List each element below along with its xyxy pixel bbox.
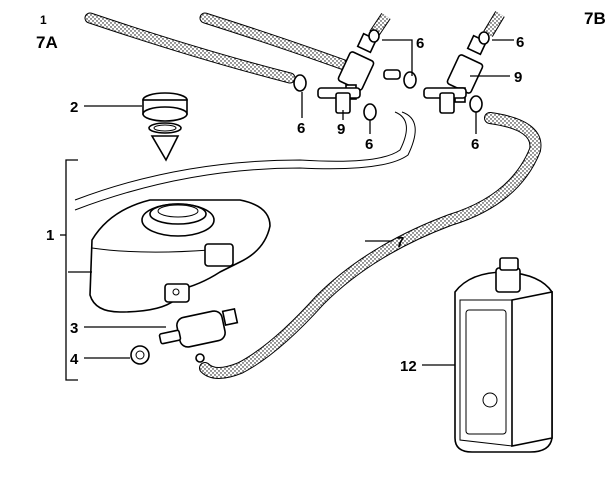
washer-pump xyxy=(158,307,239,363)
grommet xyxy=(130,345,150,365)
upper-hoses xyxy=(84,11,505,84)
callout-9-left: 9 xyxy=(337,121,345,138)
t-connector-left xyxy=(317,87,361,114)
hose-7 xyxy=(199,112,542,379)
callout-2: 2 xyxy=(70,99,78,116)
return-hose xyxy=(74,111,407,201)
callout-3: 3 xyxy=(70,320,78,337)
fluid-bottle xyxy=(454,257,553,453)
nozzle-left xyxy=(337,32,378,100)
callout-6-clamp-3: 6 xyxy=(471,136,479,153)
callout-6-clamp-1: 6 xyxy=(297,120,305,137)
ref-label-7a-number: 1 xyxy=(40,13,47,27)
ref-label-7b: 7B xyxy=(584,9,606,28)
callout-6-top-left: 6 xyxy=(416,35,424,52)
callout-1: 1 xyxy=(46,227,54,244)
callout-6-clamp-2: 6 xyxy=(365,136,373,153)
callout-9-right: 9 xyxy=(514,69,522,86)
washer-reservoir xyxy=(89,199,271,313)
reservoir-cap xyxy=(142,92,188,162)
t-connector-right xyxy=(423,87,467,114)
ref-label-7a: 7A xyxy=(36,33,58,52)
clamps xyxy=(293,29,490,121)
callout-7: 7 xyxy=(396,234,404,251)
callout-12: 12 xyxy=(400,358,417,375)
callout-4: 4 xyxy=(70,351,79,368)
callout-6-top-right: 6 xyxy=(516,34,524,51)
leader-lines xyxy=(60,39,514,381)
